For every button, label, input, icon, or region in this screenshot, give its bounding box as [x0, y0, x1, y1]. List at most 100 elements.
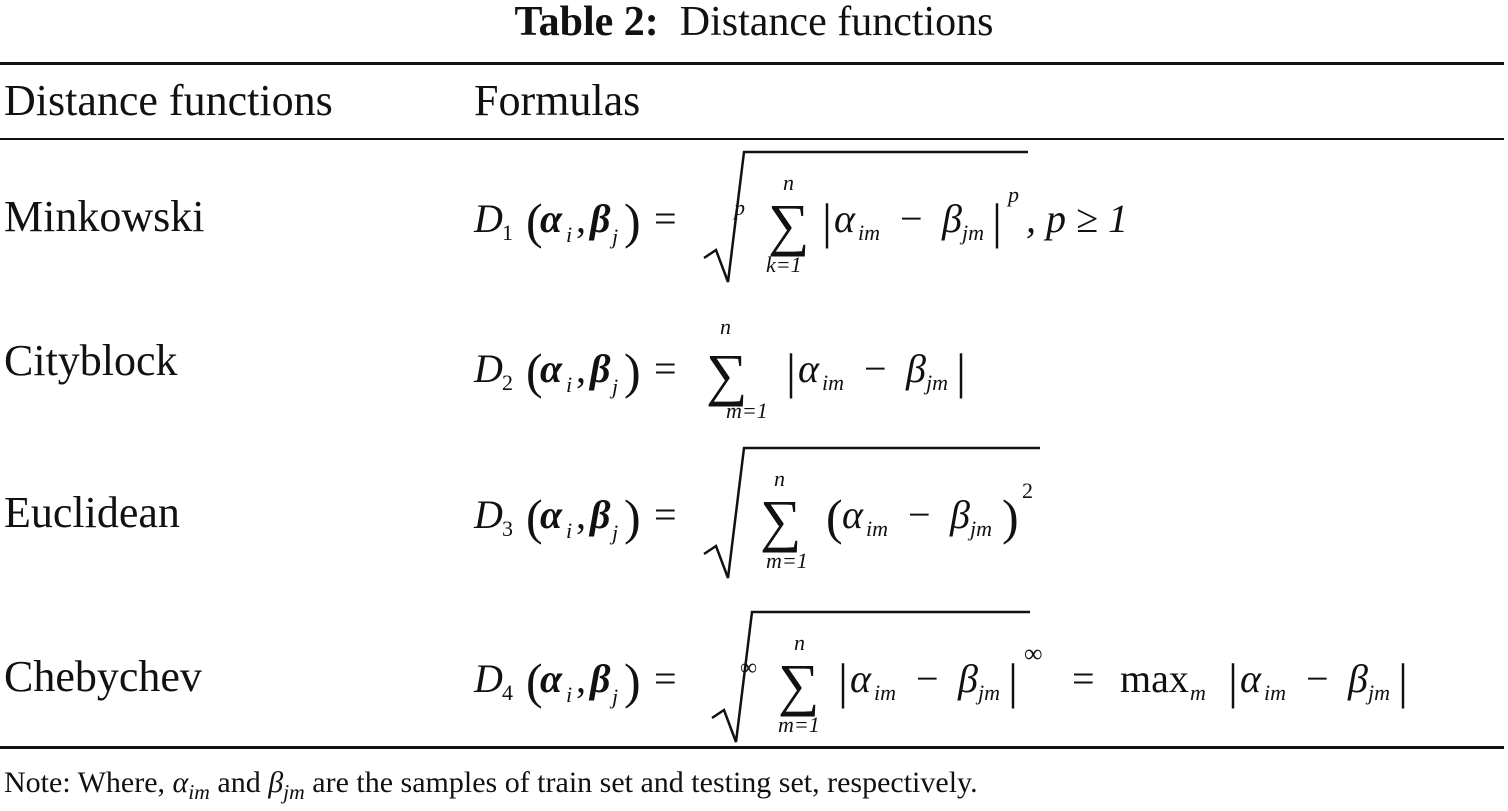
svg-text:∑: ∑ [768, 192, 809, 257]
svg-text:|: | [822, 193, 832, 249]
note-suffix: are the samples of train set and testing… [312, 766, 978, 799]
svg-text:|: | [992, 193, 1002, 249]
svg-text:α: α [540, 656, 563, 701]
svg-text:β: β [957, 656, 978, 701]
caption-text: Distance functions [679, 0, 994, 45]
formula-chebychev: D 4 ( α i , β j ) = ∞ ∑ n m=1 | α im − β… [472, 600, 1472, 750]
svg-text:jm: jm [1365, 680, 1390, 705]
svg-text:im: im [874, 680, 896, 705]
header-distance-functions: Distance functions [4, 76, 333, 125]
svg-text:): ) [624, 489, 641, 545]
svg-text:−: − [916, 656, 939, 701]
svg-text:j: j [609, 520, 618, 545]
svg-text:i: i [566, 518, 572, 543]
svg-text:j: j [609, 224, 618, 249]
svg-text:i: i [566, 372, 572, 397]
svg-text:|: | [838, 653, 848, 709]
svg-text:im: im [822, 370, 844, 395]
svg-text:D: D [473, 656, 503, 701]
svg-text:|: | [956, 343, 966, 399]
svg-text:α: α [540, 196, 563, 241]
svg-text:): ) [624, 343, 641, 399]
svg-text:=: = [654, 492, 677, 537]
svg-text:p: p [1006, 182, 1019, 207]
svg-text:k=1: k=1 [766, 252, 802, 277]
svg-text:jm: jm [923, 370, 948, 395]
note-beta: βjm [268, 766, 305, 804]
svg-text:3: 3 [502, 516, 513, 541]
svg-text:=: = [1072, 656, 1095, 701]
svg-text:max: max [1120, 656, 1189, 701]
svg-text:m=1: m=1 [726, 398, 768, 423]
svg-text:(: ( [526, 653, 543, 709]
svg-text:1: 1 [502, 220, 513, 245]
svg-text:|: | [1228, 653, 1238, 709]
svg-text:|: | [786, 343, 796, 399]
svg-text:|: | [1008, 653, 1018, 709]
svg-text:p: p [732, 195, 745, 220]
formula-euclidean: D 3 ( α i , β j ) = ∑ n m=1 ( α im − β j… [472, 436, 1172, 586]
svg-text:β: β [949, 492, 970, 537]
row-name-euclidean: Euclidean [4, 488, 180, 537]
svg-text:D: D [473, 492, 503, 537]
svg-text:α: α [834, 196, 856, 241]
bottom-rule [0, 746, 1504, 749]
svg-text:im: im [858, 220, 880, 245]
svg-text:n: n [774, 466, 785, 491]
svg-text:): ) [624, 193, 641, 249]
svg-text:α: α [540, 346, 563, 391]
svg-text:m: m [1190, 680, 1206, 705]
svg-text:−: − [900, 196, 923, 241]
row-name-chebychev: Chebychev [4, 652, 202, 701]
row-name-minkowski: Minkowski [4, 192, 205, 241]
svg-text:β: β [905, 346, 926, 391]
svg-text:m=1: m=1 [766, 548, 808, 573]
header-rule [0, 138, 1504, 140]
note-alpha: αim [172, 766, 210, 804]
note-and: and [217, 766, 261, 799]
svg-text:, p ≥ 1: , p ≥ 1 [1026, 196, 1128, 241]
svg-text:,: , [576, 346, 586, 391]
svg-text:β: β [588, 196, 611, 241]
svg-text:β: β [941, 196, 962, 241]
svg-text:n: n [794, 630, 805, 655]
svg-text:∞: ∞ [1024, 639, 1043, 668]
svg-text:m=1: m=1 [778, 712, 820, 737]
svg-text:=: = [654, 196, 677, 241]
svg-text:β: β [1347, 656, 1368, 701]
svg-text:=: = [654, 346, 677, 391]
svg-text:jm: jm [959, 220, 984, 245]
svg-text:=: = [654, 656, 677, 701]
svg-text:β: β [588, 346, 611, 391]
table-caption: Table 2: Distance functions [0, 0, 1508, 50]
svg-text:jm: jm [975, 680, 1000, 705]
svg-text:α: α [842, 492, 864, 537]
svg-text:n: n [720, 314, 731, 339]
svg-text:(: ( [526, 193, 543, 249]
svg-text:(: ( [826, 489, 843, 545]
formula-minkowski: D 1 ( α i , β j ) = p ∑ n k=1 | α im − β… [472, 140, 1172, 290]
svg-text:jm: jm [967, 516, 992, 541]
svg-text:(: ( [526, 489, 543, 545]
header-formulas: Formulas [474, 76, 641, 125]
svg-text:D: D [473, 346, 503, 391]
svg-text:i: i [566, 682, 572, 707]
svg-text:4: 4 [502, 680, 513, 705]
svg-text:α: α [798, 346, 820, 391]
svg-text:α: α [1240, 656, 1262, 701]
svg-text:(: ( [526, 343, 543, 399]
table-note: Note: Where, αim and βjm are the samples… [4, 764, 978, 811]
row-name-cityblock: Cityblock [4, 336, 178, 385]
svg-text:im: im [866, 516, 888, 541]
svg-text:): ) [1002, 489, 1019, 545]
svg-text:α: α [850, 656, 872, 701]
svg-text:α: α [540, 492, 563, 537]
formula-cityblock: D 2 ( α i , β j ) = ∑ n m=1 | α im − β j… [472, 290, 1172, 430]
note-prefix: Note: Where, [4, 766, 166, 799]
svg-text:−: − [1306, 656, 1329, 701]
svg-text:j: j [609, 374, 618, 399]
svg-text:∑: ∑ [706, 342, 747, 407]
svg-text:i: i [566, 222, 572, 247]
caption-label: Table 2: [514, 0, 659, 45]
svg-text:im: im [1264, 680, 1286, 705]
